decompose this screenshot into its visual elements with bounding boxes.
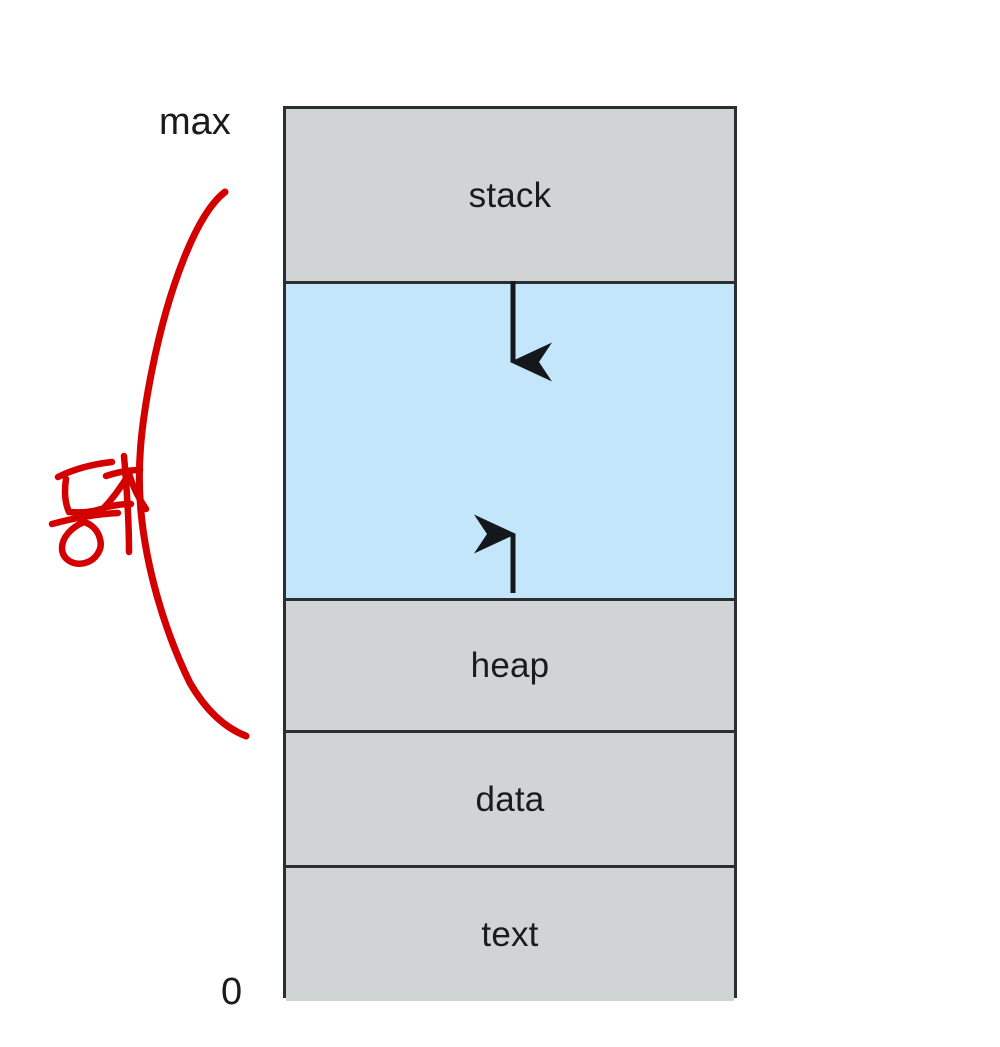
segment-label-heap: heap	[470, 646, 550, 685]
memory-layout-column: stack heap data text	[283, 106, 737, 1001]
segment-label-stack: stack	[468, 175, 552, 215]
annotation-glyph-dong	[48, 458, 122, 567]
memory-segment-stack: stack	[286, 109, 734, 281]
memory-segment-text: text	[286, 865, 734, 1001]
annotation-brace	[135, 188, 250, 740]
memory-segment-free-space	[286, 281, 734, 598]
memory-segment-data: data	[286, 730, 734, 865]
memory-segment-heap: heap	[286, 598, 734, 730]
segment-label-text: text	[481, 915, 539, 954]
address-label-zero: 0	[221, 971, 243, 1013]
address-label-max: max	[159, 101, 231, 143]
segment-label-data: data	[475, 779, 545, 819]
annotation-glyph-jeok	[96, 452, 150, 556]
